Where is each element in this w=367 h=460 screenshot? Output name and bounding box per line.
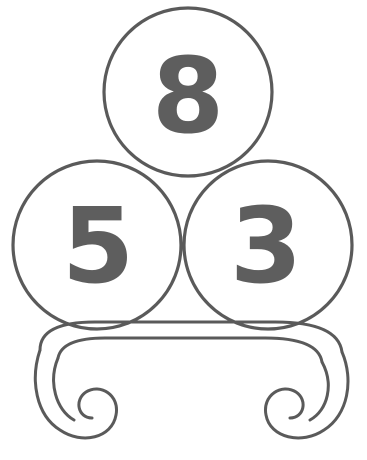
right-circle-number: 3 (230, 185, 302, 307)
top-circle: 8 (104, 8, 272, 176)
right-scroll-inner (310, 362, 328, 420)
left-circle-number: 5 (62, 185, 134, 307)
left-scroll-inner (54, 358, 74, 420)
right-circle: 3 (184, 161, 352, 329)
right-scroll-curl (265, 352, 348, 438)
left-circle: 5 (13, 161, 181, 329)
left-scroll-curl (35, 350, 116, 438)
top-circle-number: 8 (152, 35, 224, 157)
stand-inner-edge (58, 338, 322, 362)
scroll-stand-ornament (35, 322, 348, 438)
